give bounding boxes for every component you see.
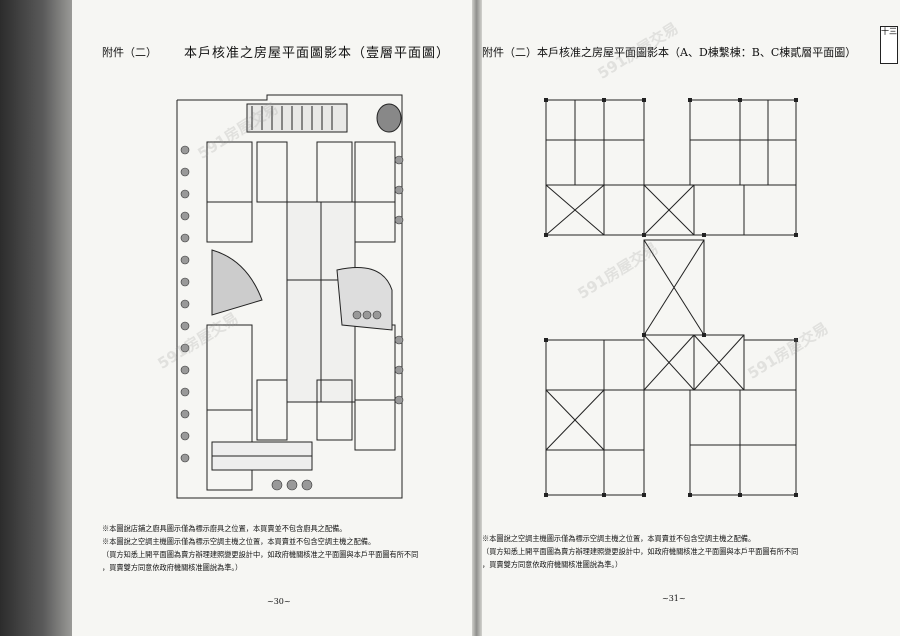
left-page-title: 本戶核准之房屋平面圖影本（壹層平面圖） [184, 46, 451, 61]
page-gutter [472, 0, 482, 636]
left-notes: ※本圖說店鋪之廚具圖示僅為標示廚具之位置，本買賣並不包含廚具之配備。 ※本圖說之… [102, 522, 462, 574]
right-page: 附件（二）本戶核准之房屋平面圖影本（A、D棟繫棟：B、C棟貳層平面圖） 十三 [482, 0, 900, 636]
left-note: ，買賣雙方同意依政府機關核准圖說為準。） [102, 563, 243, 572]
left-note: ※本圖說店鋪之廚具圖示僅為標示廚具之位置，本買賣並不包含廚具之配備。 [102, 524, 347, 533]
ground-floor-plan [176, 94, 404, 499]
right-notes: ※本圖說之空調主機圖示僅為標示空調主機之位置，本買賣並不包含空調主機之配備。 （… [482, 532, 892, 571]
left-note: ※本圖說之空調主機圖示僅為標示空調主機之位置，本買賣並不包含空調主機之配備。 [102, 537, 376, 546]
right-note: ，買賣雙方同意依政府機關核准圖說為準。） [482, 560, 623, 569]
left-page-number: ~30~ [267, 597, 291, 606]
second-floor-plan [544, 98, 798, 497]
left-annex-label: 附件（二） [102, 46, 157, 59]
left-page: 附件（二） 本戶核准之房屋平面圖影本（壹層平面圖） [72, 0, 472, 636]
right-note: ※本圖說之空調主機圖示僅為標示空調主機之位置，本買賣並不包含空調主機之配備。 [482, 534, 756, 543]
right-page-number: ~31~ [662, 594, 686, 603]
right-page-title: 附件（二）本戶核准之房屋平面圖影本（A、D棟繫棟：B、C棟貳層平面圖） [482, 46, 857, 59]
left-note: （買方知悉上開平面圖為賣方辦理建照變更設計中，如政府機關核准之平面圖與本戶平面圖… [102, 550, 419, 559]
side-tab: 十三 [880, 26, 898, 64]
book-edge [0, 0, 72, 636]
right-note: （買方知悉上開平面圖為賣方辦理建照變更設計中，如政府機關核准之平面圖與本戶平面圖… [482, 547, 799, 556]
